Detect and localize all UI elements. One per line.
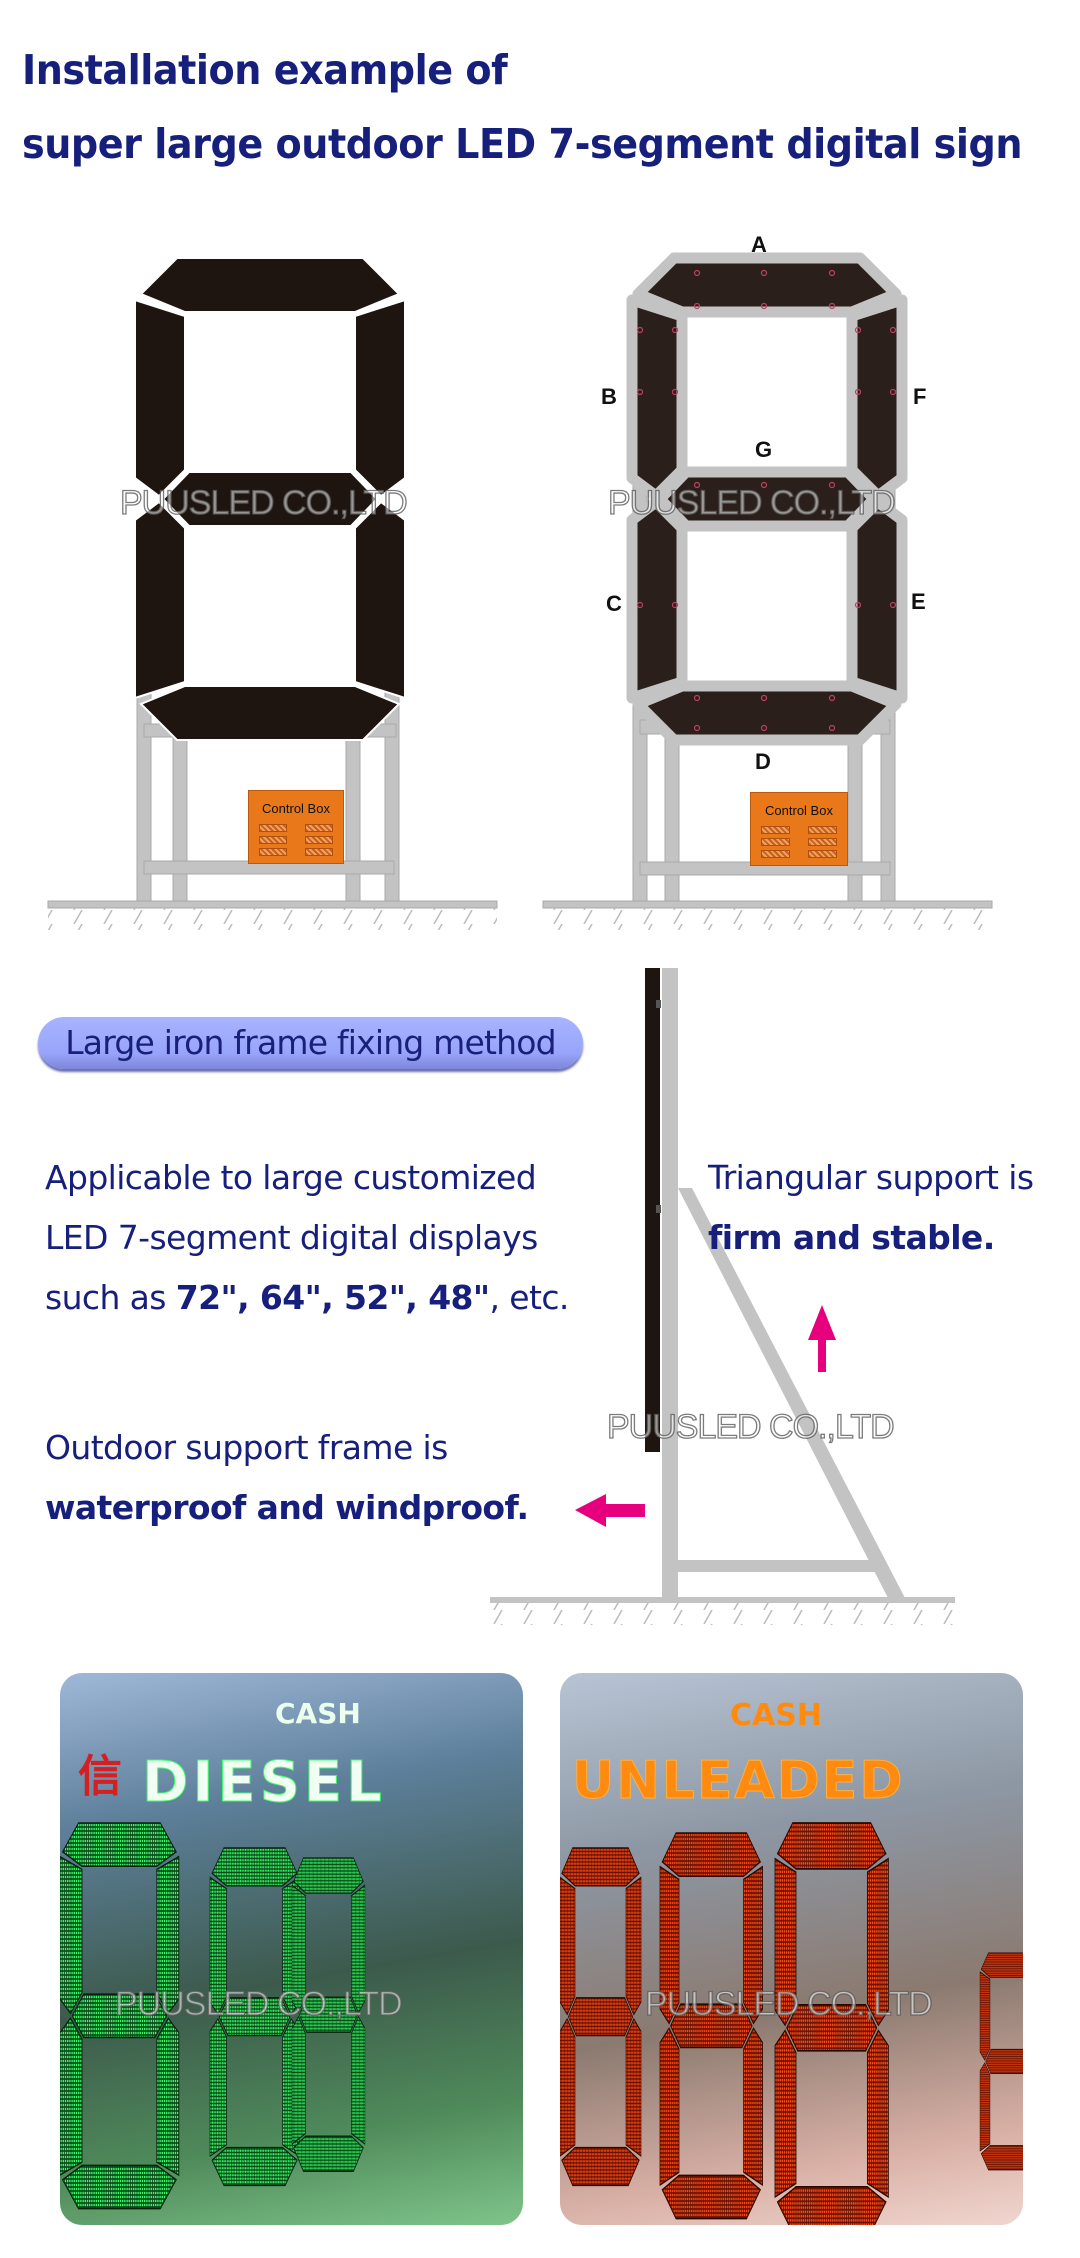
segment-label-c: C xyxy=(606,591,622,616)
side-view-frame xyxy=(490,968,955,1625)
segment-label-e: E xyxy=(911,589,926,614)
red-led-sign-photo: CASH UNLEADED xyxy=(560,1673,1023,2225)
diagram-drawings xyxy=(47,0,993,1625)
control-box-vents xyxy=(751,818,847,858)
applicable-line-2: LED 7-segment digital displays xyxy=(45,1218,538,1257)
left-ground-hatch xyxy=(48,908,497,930)
method-badge: Large iron frame fixing method xyxy=(38,1017,583,1069)
triangular-line-1: Triangular support is xyxy=(708,1158,1034,1197)
applicable-line-1: Applicable to large customized xyxy=(45,1158,537,1197)
green-led-sign-photo: 信 CASH DIESEL xyxy=(60,1673,523,2225)
right-ground-hatch xyxy=(543,908,992,930)
green-diesel-sign: DIESEL xyxy=(142,1750,386,1815)
left-control-box: Control Box xyxy=(248,790,344,864)
left-arrow-icon xyxy=(575,1494,645,1527)
segment-label-f: F xyxy=(913,384,927,409)
segment-label-b: B xyxy=(601,384,617,409)
watermark: PUUSLED CO.,LTD xyxy=(644,1984,933,2023)
watermark: PUUSLED CO.,LTD xyxy=(606,1407,895,1446)
red-photo-drawing: CASH UNLEADED xyxy=(560,1698,1023,2225)
chinese-sign-character: 信 xyxy=(78,1751,122,1802)
red-led-digits xyxy=(560,1822,1023,2225)
segment-label-d: D xyxy=(755,749,771,774)
page-title-line2: super large outdoor LED 7-segment digita… xyxy=(22,120,1023,168)
outdoor-line-1: Outdoor support frame is xyxy=(45,1428,448,1467)
applicable-prefix: such as xyxy=(45,1278,166,1317)
red-unleaded-sign: UNLEADED xyxy=(572,1751,905,1811)
watermark: PUUSLED CO.,LTD xyxy=(607,483,896,522)
triangular-line-2: firm and stable. xyxy=(708,1218,995,1257)
right-segment-bolts xyxy=(636,269,897,732)
segment-label-g: G xyxy=(755,437,773,462)
watermark: PUUSLED CO.,LTD xyxy=(114,1984,403,2023)
control-box-label: Control Box xyxy=(765,803,833,818)
up-arrow-icon xyxy=(808,1305,836,1372)
green-cash-sign: CASH xyxy=(275,1697,361,1730)
applicable-suffix: , etc. xyxy=(489,1278,570,1317)
watermark: PUUSLED CO.,LTD xyxy=(119,483,408,522)
red-cash-sign: CASH xyxy=(730,1698,822,1733)
control-box-label: Control Box xyxy=(262,801,330,816)
applicable-line-3: such as 72", 64", 52", 48", etc. xyxy=(45,1278,569,1317)
segment-label-a: A xyxy=(751,232,767,257)
right-control-box: Control Box xyxy=(750,792,848,866)
green-photo-drawing: 信 CASH DIESEL xyxy=(60,1697,386,2210)
page-title-line1: Installation example of xyxy=(22,46,508,94)
display-sizes: 72", 64", 52", 48" xyxy=(175,1278,490,1317)
outdoor-line-2: waterproof and windproof. xyxy=(45,1488,529,1527)
control-box-vents xyxy=(249,816,343,856)
